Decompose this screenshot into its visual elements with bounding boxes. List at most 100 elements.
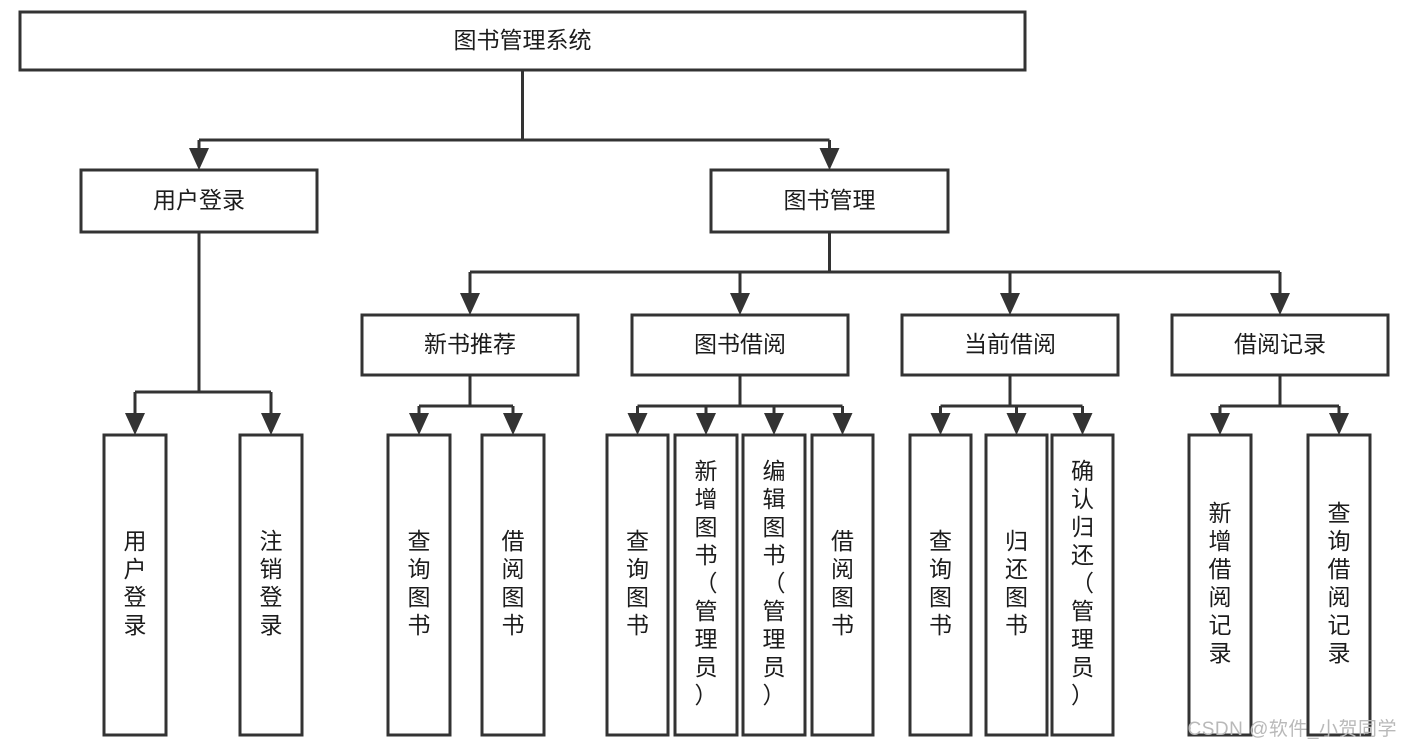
- svg-text:借: 借: [1328, 556, 1351, 582]
- node-borrow-record[interactable]: 借阅记录: [1170, 313, 1390, 377]
- svg-text:查: 查: [626, 528, 649, 554]
- conn-bookmanage-to-book-borrow-arrowhead: [730, 293, 750, 315]
- conn-borrow-record-to-leaf-query-borrow-record-arrowhead: [1329, 413, 1349, 435]
- svg-text:增: 增: [695, 486, 718, 512]
- node-box-leaf-add-book-admin: [673, 433, 739, 737]
- svg-text:询: 询: [408, 556, 431, 582]
- svg-text:阅: 阅: [502, 556, 525, 582]
- node-box-leaf-query-book-2: [605, 433, 670, 737]
- conn-current-borrow-to-leaf-confirm-return-admin-arrowhead: [1072, 413, 1093, 435]
- conn-bookmanage-to-new-book-recommend-arrowhead: [460, 293, 480, 315]
- svg-text:阅: 阅: [831, 556, 854, 582]
- node-box-book-borrow: [630, 313, 850, 377]
- svg-text:查: 查: [929, 528, 952, 554]
- svg-text:阅: 阅: [1328, 584, 1351, 610]
- svg-text:查: 查: [408, 528, 431, 554]
- svg-text:询: 询: [626, 556, 649, 582]
- conn-bookmanage-to-borrow-record-arrowhead: [1270, 293, 1290, 315]
- svg-text:注: 注: [260, 528, 283, 554]
- svg-text:增: 增: [1209, 528, 1232, 554]
- node-root[interactable]: 图书管理系统: [18, 10, 1027, 72]
- svg-text:员: 员: [1071, 654, 1094, 680]
- node-new-book-recommend[interactable]: 新书推荐: [360, 313, 580, 377]
- svg-text:理: 理: [695, 626, 718, 652]
- svg-text:图: 图: [626, 584, 649, 610]
- svg-text:书: 书: [695, 542, 718, 568]
- svg-text:）: ）: [763, 682, 786, 708]
- csdn-watermark: CSDN @软件_小贺同学: [1187, 719, 1397, 740]
- svg-text:归: 归: [1071, 514, 1094, 540]
- svg-text:登: 登: [124, 584, 147, 610]
- svg-text:编: 编: [763, 458, 786, 484]
- node-label-book-borrow: 图书借阅: [694, 331, 786, 357]
- conn-user-login-to-leaf-logout-arrowhead: [261, 413, 281, 435]
- node-label-leaf-user-login: 用户登录: [124, 528, 147, 638]
- conn-book-borrow-to-leaf-query-book-2-arrowhead: [627, 413, 648, 435]
- svg-text:记: 记: [1328, 612, 1351, 638]
- conn-root-to-user-login-arrowhead: [189, 148, 209, 170]
- svg-text:辑: 辑: [763, 486, 786, 512]
- svg-text:书: 书: [763, 542, 786, 568]
- svg-text:录: 录: [1328, 640, 1351, 666]
- svg-text:归: 归: [1005, 528, 1028, 554]
- svg-text:员: 员: [695, 654, 718, 680]
- svg-text:）: ）: [695, 682, 718, 708]
- node-box-leaf-query-book-3: [908, 433, 973, 737]
- node-label-root: 图书管理系统: [454, 27, 592, 53]
- svg-text:销: 销: [260, 556, 283, 582]
- svg-text:借: 借: [1209, 556, 1232, 582]
- node-label-new-book-recommend: 新书推荐: [424, 331, 516, 357]
- svg-text:询: 询: [929, 556, 952, 582]
- node-box-leaf-borrow-book-2: [810, 433, 875, 737]
- svg-text:书: 书: [626, 612, 649, 638]
- conn-new-book-recommend-to-leaf-query-book-1-arrowhead: [409, 413, 429, 435]
- node-user-login[interactable]: 用户登录: [79, 168, 319, 234]
- node-box-leaf-logout: [238, 433, 304, 737]
- svg-text:书: 书: [929, 612, 952, 638]
- svg-text:户: 户: [124, 556, 147, 582]
- node-box-leaf-user-login: [102, 433, 168, 737]
- svg-text:录: 录: [1209, 640, 1232, 666]
- node-box-leaf-return-book: [984, 433, 1049, 737]
- svg-text:理: 理: [763, 626, 786, 652]
- node-label-current-borrow: 当前借阅: [964, 331, 1056, 357]
- node-book-manage[interactable]: 图书管理: [709, 168, 950, 234]
- conn-user-login-to-leaf-user-login-arrowhead: [125, 413, 145, 435]
- svg-text:书: 书: [831, 612, 854, 638]
- node-box-new-book-recommend: [360, 313, 580, 377]
- node-leaf-user-login[interactable]: 用户登录: [102, 433, 168, 737]
- node-current-borrow[interactable]: 当前借阅: [900, 313, 1120, 377]
- conn-current-borrow-to-leaf-return-book-arrowhead: [1006, 413, 1027, 435]
- svg-text:询: 询: [1328, 528, 1351, 554]
- svg-text:图: 图: [695, 514, 718, 540]
- svg-text:确: 确: [1071, 458, 1094, 484]
- svg-text:图: 图: [929, 584, 952, 610]
- svg-text:新: 新: [1209, 500, 1232, 526]
- node-label-user-login: 用户登录: [153, 187, 245, 213]
- svg-text:图: 图: [408, 584, 431, 610]
- svg-text:借: 借: [831, 528, 854, 554]
- svg-text:（: （: [763, 570, 786, 596]
- svg-text:（: （: [1071, 570, 1094, 596]
- node-book-borrow[interactable]: 图书借阅: [630, 313, 850, 377]
